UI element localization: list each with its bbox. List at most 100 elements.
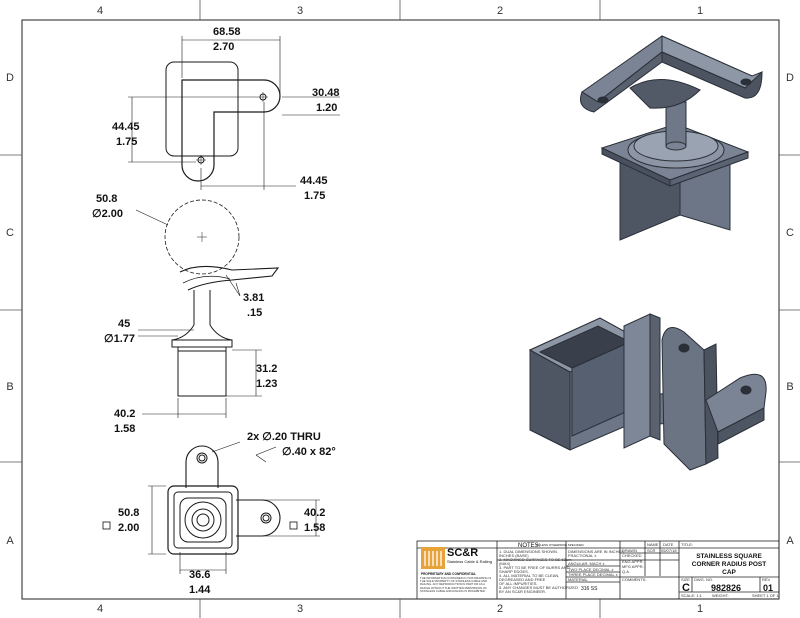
zone-row-left-0: D: [6, 72, 14, 84]
dim-sphere-symbol: ∅: [92, 208, 102, 220]
zone-row-right-2: B: [786, 381, 793, 393]
dim-base-width-mm: 40.2: [114, 408, 135, 420]
sig-row: MFG APPR.: [622, 564, 644, 569]
dim-stem-symbol: ∅: [104, 333, 114, 345]
sig-row: COMMENTS:: [622, 577, 646, 582]
dim-radius-mm: 3.81: [243, 292, 264, 304]
tolerance-line: FRACTIONAL ±: [568, 553, 597, 558]
tolerance-line: TWO PLACE DECIMAL ±: [568, 567, 614, 572]
company-logo: SC&R Stainless Cable & Railing: [421, 547, 492, 569]
sig-row: DRAWN: [622, 548, 637, 553]
zone-row-left-3: A: [6, 535, 14, 547]
dim-height: 31.2 1.23: [256, 363, 277, 390]
dim-height-in: 1.23: [256, 378, 277, 390]
dim-sphere-in-value: 2.00: [102, 208, 123, 220]
dim-top-bottom-width: 44.45 1.75: [300, 175, 328, 202]
tolerance-block: DIMENSIONS ARE IN INCHES FRACTIONAL ± AN…: [568, 549, 624, 577]
dim-stem-mm: 45: [118, 318, 130, 330]
note-line: INCHES (BASE): [499, 553, 529, 558]
zone-col-bot-3: 1: [697, 603, 703, 615]
zone-row-left-1: C: [6, 227, 14, 239]
note-line: SHARP EDGES.: [499, 569, 529, 574]
side-view: [135, 199, 280, 418]
dim-hole-note-line1: 2x ∅.20 THRU: [247, 431, 321, 443]
dim-hole-note-line2: ∅.40 x 82°: [282, 446, 336, 458]
bottom-view: [148, 441, 320, 574]
material-value: 316 SS: [581, 586, 598, 592]
iso-view-bottom: [528, 313, 767, 471]
zone-col-top-3: 1: [697, 5, 703, 17]
dim-stem-in: ∅1.77: [104, 333, 135, 345]
dim-top-offset: 30.48 1.20: [312, 87, 340, 114]
note-line: BY AN SC&R ENGINEER.: [499, 589, 546, 594]
dim-bottom-left-in: 2.00: [118, 522, 139, 534]
sig-row: Q.A.: [622, 569, 630, 574]
note-line: 4. ALL MATERIAL TO BE CLEAN,: [499, 573, 559, 578]
note-line: OF ALL IMPURITIES.: [499, 581, 538, 586]
sig-row: ENG APPR.: [622, 559, 644, 564]
title-line-1: STAINLESS SQUARE: [696, 553, 762, 560]
dim-bottom-right-in: 1.58: [304, 522, 325, 534]
dim-sphere: 50.8 ∅2.00: [92, 193, 123, 220]
size-value: C: [682, 582, 690, 594]
dim-bottom-width-mm: 36.6: [189, 569, 210, 581]
logo-text: SC&R: [447, 547, 478, 559]
signature-rows: DRAWN CHECKED ENG APPR. MFG APPR. Q.A. C…: [622, 548, 646, 582]
dim-top-width-in: 2.70: [213, 41, 234, 53]
proprietary-text-box: THE INFORMATION CONTAINED IN THIS DRAWIN…: [420, 577, 491, 592]
zone-labels: 4 3 2 1 4 3 2 1 D C B A D C B A: [6, 5, 794, 615]
title-line-3: CAP: [722, 569, 736, 576]
dim-stem-in-value: 1.77: [114, 333, 135, 345]
dim-bottom-right: 40.2 1.58: [289, 507, 325, 534]
logo-subtext: Stainless Cable & Railing: [447, 559, 492, 564]
drawn-name: SCR: [647, 548, 656, 553]
dim-top-left-height: 44.45 1.75: [112, 121, 140, 148]
zone-row-right-0: D: [786, 72, 794, 84]
sheet-label: SHEET 1 OF 1: [752, 593, 779, 598]
dim-base-width: 40.2 1.58: [114, 408, 135, 435]
dim-bottom-left-mm: 50.8: [118, 507, 139, 519]
dim-bottom-right-mm: 40.2: [304, 507, 325, 519]
iso-view-top: [580, 35, 763, 241]
drawn-date: 05/07/18: [661, 548, 677, 553]
dim-top-bottom-width-mm: 44.45: [300, 175, 328, 187]
dim-top-offset-mm: 30.48: [312, 87, 340, 99]
proprietary-title: PROPRIETARY AND CONFIDENTIAL: [421, 572, 476, 576]
dim-sphere-in: ∅2.00: [92, 208, 123, 220]
dim-top-width: 68.58 2.70: [213, 26, 241, 53]
weight-label: WEIGHT:: [712, 593, 729, 598]
title-line-2: CORNER RADIUS POST: [692, 561, 766, 568]
dim-stem: 45 ∅1.77: [104, 318, 135, 345]
top-view: [128, 36, 340, 190]
square-symbol-left: [102, 521, 111, 530]
square-symbol-right: [289, 521, 298, 530]
dim-radius-in: .15: [247, 307, 262, 319]
zone-col-top-1: 3: [297, 5, 303, 17]
dwg-label: DWG. NO.: [694, 577, 713, 582]
dim-sphere-mm: 50.8: [96, 193, 117, 205]
dim-top-offset-in: 1.20: [316, 102, 337, 114]
sig-row: CHECKED: [622, 553, 642, 558]
zone-row-right-3: A: [786, 535, 794, 547]
notes-lines: 1. DUAL DIMENSIONS SHOWN. INCHES (BASE) …: [499, 549, 578, 594]
name-header: NAME: [647, 542, 659, 547]
sheet-border: [21, 19, 780, 600]
note-line: (MAX): [499, 561, 511, 566]
dim-radius: 3.81 .15: [243, 292, 264, 319]
dim-top-bottom-width-in: 1.75: [304, 190, 325, 202]
note-line: DEGREASED AND FREE: [499, 577, 546, 582]
dim-top-left-height-in: 1.75: [116, 136, 137, 148]
zone-col-bot-2: 2: [497, 603, 503, 615]
zone-col-bot-0: 4: [97, 603, 103, 615]
dim-height-mm: 31.2: [256, 363, 277, 375]
notes-unless: UNLESS OTHERWISE SPECIFIED: [536, 543, 584, 547]
zone-col-top-2: 2: [497, 5, 503, 17]
date-header: DATE: [663, 542, 674, 547]
size-label: SIZE: [681, 577, 690, 582]
title-label: TITLE:: [681, 542, 693, 547]
dim-top-left-height-mm: 44.45: [112, 121, 140, 133]
zone-row-left-2: B: [6, 381, 13, 393]
tolerance-line: ANGULAR: MACH ±: [568, 561, 605, 566]
